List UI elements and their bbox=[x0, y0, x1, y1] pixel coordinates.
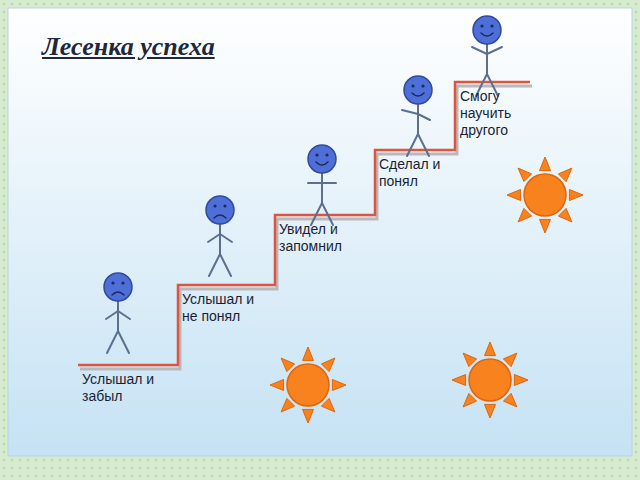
stick-figure bbox=[104, 273, 132, 353]
step-label: Услышал и забыл bbox=[82, 371, 170, 405]
step-label: Увидел и запомнил bbox=[279, 221, 369, 255]
stick-figure bbox=[206, 196, 234, 276]
sun bbox=[507, 157, 583, 233]
sun bbox=[270, 347, 346, 423]
stick-figure bbox=[472, 16, 502, 96]
step-label: Сделал и понял bbox=[379, 156, 449, 190]
stick-figure bbox=[308, 145, 336, 225]
step-label: Смогу научить другого bbox=[460, 88, 526, 139]
slide-title: Лесенка успеха bbox=[42, 32, 215, 62]
stick-figure bbox=[402, 76, 432, 156]
staircase bbox=[80, 86, 532, 369]
sun bbox=[452, 342, 528, 418]
staircase bbox=[78, 82, 530, 365]
step-label: Услышал и не понял bbox=[182, 291, 270, 325]
